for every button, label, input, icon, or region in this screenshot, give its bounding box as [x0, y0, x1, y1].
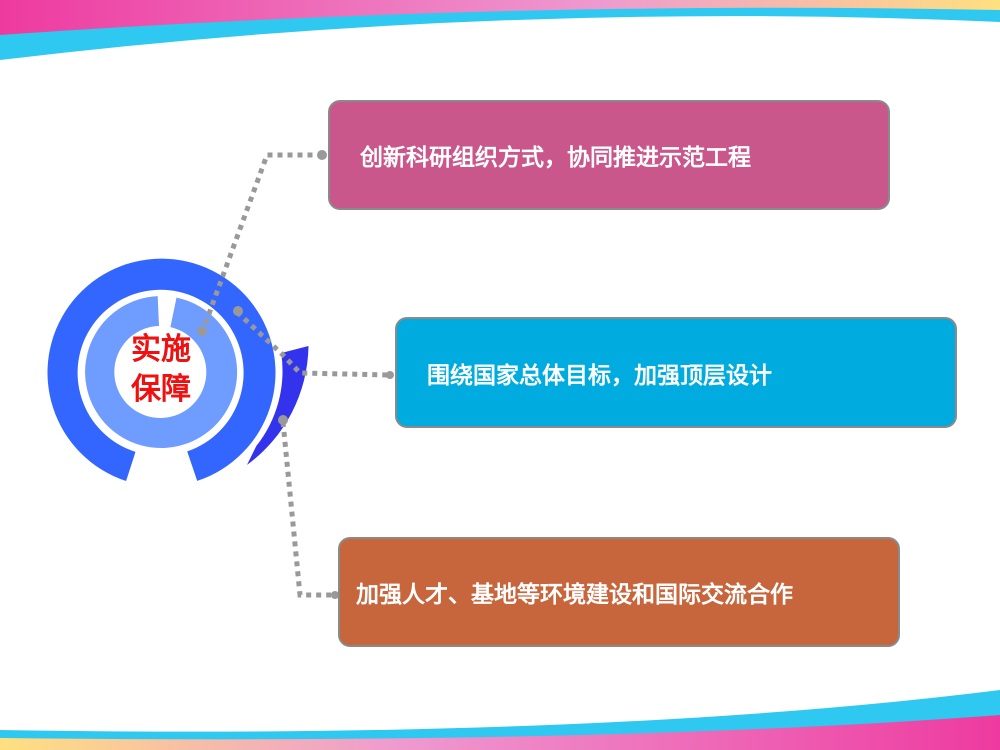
item-text: 围绕国家总体目标，加强顶层设计 — [427, 362, 772, 389]
item-box-talent-cooperation: 加强人才、基地等环境建设和国际交流合作 — [338, 537, 900, 647]
item-text: 加强人才、基地等环境建设和国际交流合作 — [356, 582, 793, 608]
center-label: 实施 保障 — [116, 330, 206, 410]
accent-arc — [247, 346, 309, 465]
item-box-research-organization: 创新科研组织方式，协同推进示范工程 — [328, 100, 890, 210]
connector-lines — [199, 152, 391, 598]
top-wave-decoration — [0, 0, 1000, 60]
connector-dots — [197, 150, 394, 599]
center-label-line1: 实施 — [131, 332, 191, 367]
bottom-wave-decoration — [0, 690, 1000, 750]
center-label-line2: 保障 — [131, 372, 191, 407]
item-box-top-level-design: 围绕国家总体目标，加强顶层设计 — [395, 317, 957, 428]
item-text: 创新科研组织方式，协同推进示范工程 — [360, 145, 751, 171]
